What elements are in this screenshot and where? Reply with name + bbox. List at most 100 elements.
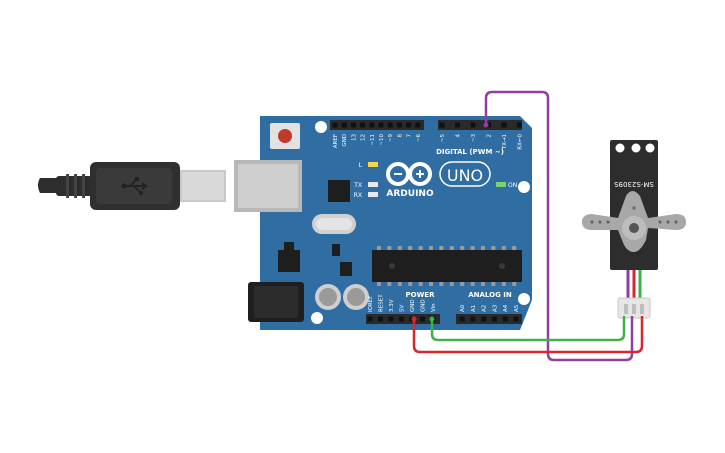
pin-label: AREF — [333, 134, 339, 148]
reset-button-cap[interactable] — [278, 129, 292, 143]
pin-label: 8 — [397, 134, 403, 138]
servo-mount-hole — [631, 143, 641, 153]
digital-header-right — [438, 120, 522, 130]
pin-hole[interactable] — [341, 122, 347, 128]
pin-label: A5 — [514, 304, 520, 312]
chip-leg — [418, 282, 423, 286]
pin-label: RX←0 — [518, 134, 524, 150]
chip-pins — [377, 246, 517, 250]
analog-header — [456, 314, 522, 324]
pin-hole[interactable] — [470, 316, 476, 322]
brand-label: ARDUINO — [386, 189, 434, 199]
servo-motor[interactable]: SM-S2309S — [582, 140, 686, 319]
chip-leg — [470, 246, 475, 250]
pin-label: ~3 — [471, 134, 477, 143]
mounting-hole — [518, 293, 530, 305]
pin-label: RESET — [379, 294, 385, 312]
usb-cable[interactable] — [38, 162, 226, 210]
pin-label: GND — [342, 134, 348, 147]
servo-model-label: SM-S2309S — [614, 180, 654, 188]
pin-hole[interactable] — [502, 316, 508, 322]
wire-ground[interactable] — [430, 316, 626, 342]
led-l-label: L — [359, 162, 363, 169]
pin-hole[interactable] — [388, 316, 394, 322]
pin-label: A1 — [471, 305, 477, 312]
chip-leg — [377, 282, 381, 286]
pin-hole[interactable] — [517, 122, 522, 128]
pin-hole[interactable] — [420, 316, 425, 322]
pin-hole[interactable] — [396, 122, 402, 128]
pin-hole[interactable] — [455, 122, 460, 128]
chip-leg — [439, 246, 444, 250]
pin-hole[interactable] — [378, 316, 383, 322]
led-rx — [368, 192, 378, 197]
led-on — [496, 182, 506, 187]
arduino-uno-board[interactable]: L TX RX ON ARDUINO UNO DIGITAL (PWM ~) P… — [234, 116, 532, 330]
analog-in-label: ANALOG IN — [468, 291, 512, 299]
chip-leg — [429, 246, 433, 250]
led-rx-label: RX — [354, 192, 362, 199]
chip-leg — [397, 282, 402, 286]
pin-label: GND — [421, 299, 427, 312]
wires — [411, 90, 644, 362]
pin-hole[interactable] — [406, 122, 412, 128]
chip-leg — [439, 282, 444, 286]
pin-label: 5V — [400, 305, 406, 312]
mounting-hole — [315, 121, 327, 133]
chip-leg — [481, 282, 485, 286]
pin-label: 7 — [407, 134, 413, 138]
pin-hole[interactable] — [387, 122, 393, 128]
wire-power[interactable] — [412, 316, 644, 354]
usb-cable-end — [38, 178, 58, 193]
pin-label: 2 — [487, 134, 493, 138]
atmega-chip — [372, 250, 522, 282]
servo-horn[interactable] — [582, 191, 686, 252]
pin-hole[interactable] — [481, 316, 487, 322]
chip-leg — [460, 282, 465, 286]
mounting-hole — [518, 181, 530, 193]
pin-label: ~10 — [379, 134, 385, 146]
pin-label: ~5 — [440, 134, 446, 143]
mounting-hole — [311, 312, 323, 324]
pin-hole[interactable] — [399, 316, 404, 322]
pin-hole[interactable] — [332, 122, 338, 128]
pin-hole[interactable] — [369, 122, 375, 128]
pin-label: 12 — [361, 134, 367, 141]
pin-hole[interactable] — [378, 122, 384, 128]
chip-leg — [408, 246, 413, 250]
pin-hole[interactable] — [360, 122, 366, 128]
pin-hole[interactable] — [439, 122, 445, 128]
chip-leg — [481, 246, 485, 250]
pin-hole[interactable] — [513, 316, 519, 322]
pin-hole[interactable] — [367, 316, 373, 322]
usb-chip — [328, 180, 350, 202]
chip-leg — [512, 246, 517, 250]
pin-hole[interactable] — [501, 122, 507, 128]
chip-leg — [418, 246, 423, 250]
pin-hole[interactable] — [350, 122, 356, 128]
chip-leg — [512, 282, 517, 286]
chip-leg — [501, 282, 506, 286]
pin-hole[interactable] — [470, 122, 476, 128]
voltage-regulator — [278, 250, 300, 272]
pin-label: ~6 — [416, 134, 422, 143]
led-l — [368, 162, 378, 167]
chip-leg — [408, 282, 413, 286]
power-label: POWER — [406, 291, 436, 299]
digital-header-left — [330, 120, 424, 130]
wire-signal[interactable] — [484, 90, 634, 362]
on-label: ON — [508, 182, 517, 189]
pin-label: 4 — [456, 134, 462, 138]
chip-leg — [387, 246, 392, 250]
pin-hole[interactable] — [459, 316, 465, 322]
pin-label: Vin — [431, 303, 437, 312]
pin-label: TX→1 — [502, 134, 508, 150]
pin-hole[interactable] — [415, 122, 421, 128]
servo-mount-hole — [645, 143, 655, 153]
pin-label: ~9 — [388, 134, 394, 143]
analog-pins[interactable] — [459, 316, 519, 322]
pin-hole[interactable] — [491, 316, 497, 322]
digital-label: DIGITAL (PWM ~) — [436, 148, 504, 156]
